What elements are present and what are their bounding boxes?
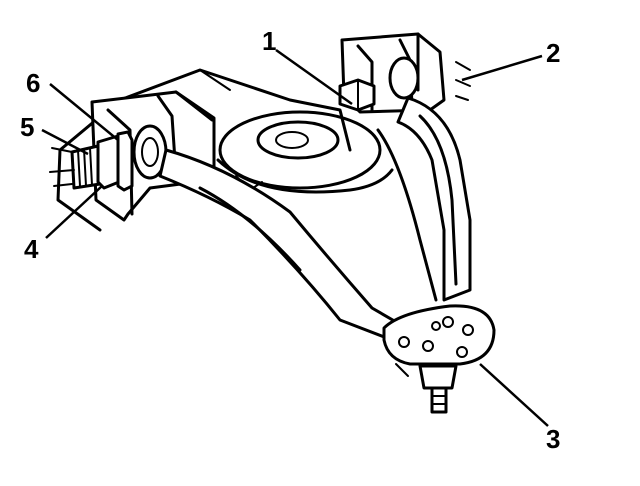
ball-joint [382,304,496,414]
rear-pivot-bolt [338,78,376,112]
callout-2: 2 [546,38,561,68]
callout-1: 1 [262,26,277,56]
leader-3 [479,363,549,427]
spring-seat [216,110,394,194]
leader-6 [49,83,119,141]
leader-1 [275,48,353,106]
callout-5: 5 [20,112,35,142]
leader-5 [41,128,89,156]
leader-4 [45,185,103,239]
leader-lines [41,48,549,427]
callout-3: 3 [546,424,561,454]
callout-4: 4 [24,234,39,264]
front-pivot-stud [49,130,134,192]
callout-6: 6 [26,68,41,98]
upper-control-arm [158,96,472,342]
leader-2 [461,54,543,82]
